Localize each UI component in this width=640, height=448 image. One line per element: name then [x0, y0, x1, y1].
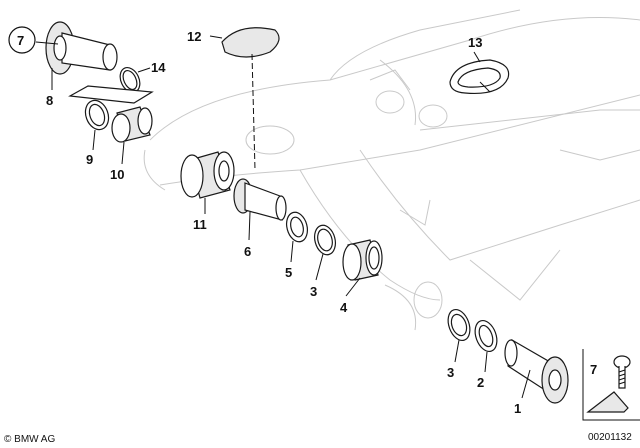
part-ring-3-upper [313, 224, 337, 256]
callout-13: 13 [468, 35, 482, 50]
part-pivot-pin [504, 339, 569, 404]
part-needle-bearing [342, 239, 383, 281]
part-bushing [111, 106, 153, 143]
callout-9: 9 [86, 152, 93, 167]
part-thin-shim-plate [68, 85, 154, 104]
callout-circle-7 [8, 26, 36, 54]
callout-1: 1 [514, 401, 521, 416]
part-o-ring [119, 67, 141, 93]
callout-12: 12 [187, 29, 201, 44]
diagram-number: 00201132 [588, 432, 632, 443]
part-rubber-plug [449, 59, 510, 95]
part-screw-legend [613, 355, 631, 389]
callout-7: 7 [17, 33, 24, 48]
callout-7-legend: 7 [590, 362, 597, 377]
part-mid-flanged-sleeve [233, 178, 287, 221]
leader-lines [35, 35, 531, 399]
part-cover-cap [221, 27, 280, 58]
callout-10: 10 [110, 167, 124, 182]
part-flanged-sleeve [45, 21, 118, 75]
part-large-bushing [180, 151, 235, 199]
part-ring [84, 99, 110, 131]
callout-11: 11 [193, 217, 207, 232]
legend-box [582, 349, 640, 421]
part-ring-2 [474, 319, 498, 353]
callout-3-upper: 3 [310, 284, 317, 299]
callout-8: 8 [46, 93, 53, 108]
copyright-label: © BMW AG [4, 434, 55, 445]
callout-6: 6 [244, 244, 251, 259]
part-ring-3-lower [447, 308, 471, 342]
part-washer-5 [285, 211, 309, 243]
callout-3-lower: 3 [447, 365, 454, 380]
callout-14: 14 [151, 60, 166, 75]
callout-5: 5 [285, 265, 292, 280]
callout-4: 4 [340, 300, 348, 315]
callout-2: 2 [477, 375, 484, 390]
